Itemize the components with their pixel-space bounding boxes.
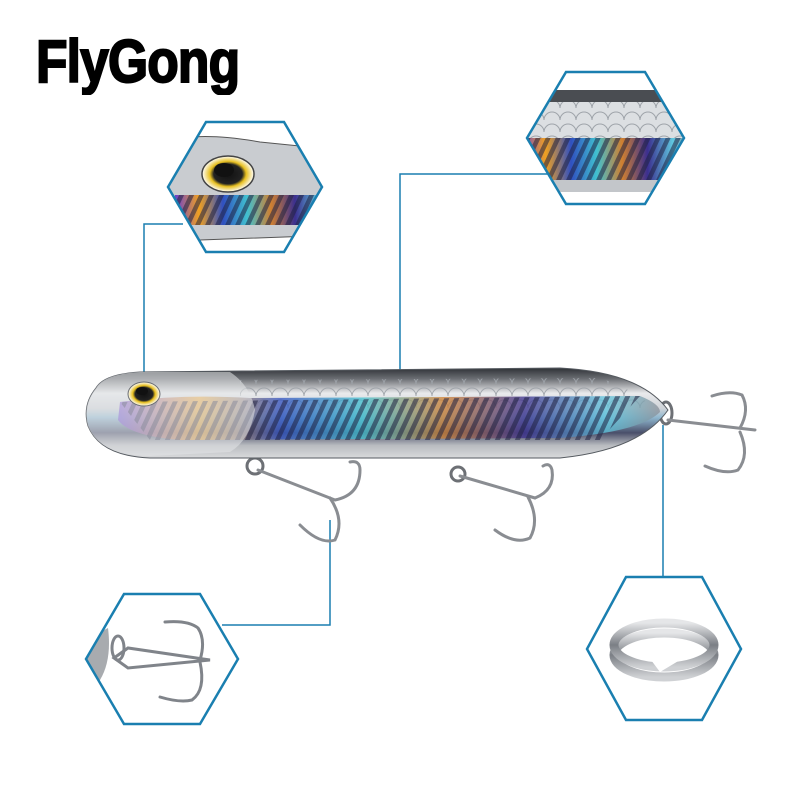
belly-hook-front xyxy=(245,456,362,543)
callout-eye xyxy=(166,120,324,254)
brand-logo: FlyGong xyxy=(35,27,241,96)
scales-connector-line xyxy=(399,173,548,400)
lure-body xyxy=(85,367,669,459)
hexagon-frame-ring xyxy=(585,575,743,722)
hexagon-frame-scales xyxy=(525,70,686,206)
callout-scales xyxy=(525,70,686,206)
tail-hook xyxy=(658,391,757,474)
eye-connector-line xyxy=(143,223,183,388)
callout-split-ring xyxy=(585,575,743,722)
hexagon-frame-eye xyxy=(166,120,324,254)
callout-connectors xyxy=(143,173,664,626)
belly-hook-rear xyxy=(449,463,554,542)
callout-hook xyxy=(84,592,240,726)
hook-connector-line xyxy=(222,520,331,626)
hexagon-frame-hook xyxy=(84,592,240,726)
